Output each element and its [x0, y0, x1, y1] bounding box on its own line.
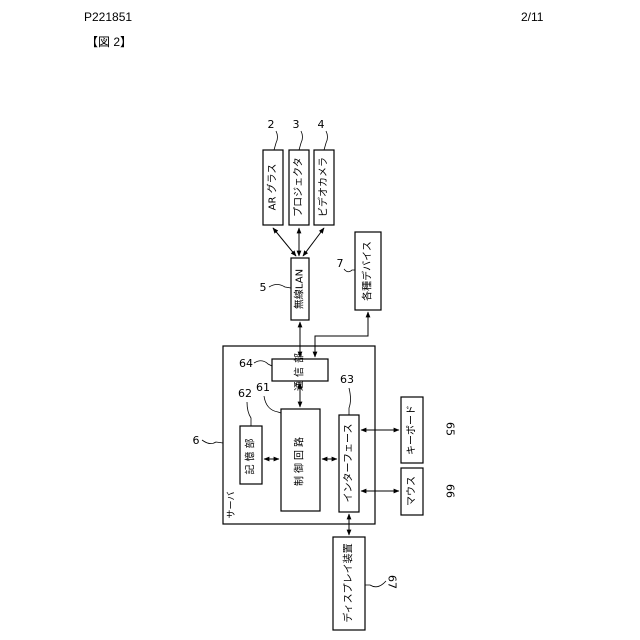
mouse-label: マウス [406, 476, 418, 506]
keyboard-block: キーボード 65 [401, 397, 457, 463]
projector-label: プロジェクタ [293, 157, 305, 217]
interface-ref: 63 [340, 373, 354, 386]
server-ref: 6 [193, 434, 200, 447]
keyboard-ref: 65 [444, 422, 457, 436]
projector-block: プロジェクタ 3 [289, 118, 309, 225]
display-ref: 67 [386, 575, 399, 589]
interface-label: インターフェース [343, 424, 355, 503]
link-ar-lan [273, 228, 296, 256]
ar-glasses-ref: 2 [268, 118, 275, 131]
display-block: ディスプレイ装置 67 [333, 537, 399, 630]
control-circuit-ref: 61 [256, 381, 270, 394]
video-camera-ref: 4 [318, 118, 325, 131]
comm-unit-label: 通信部 [293, 349, 306, 391]
comm-unit-ref: 64 [239, 357, 253, 370]
mouse-block: マウス 66 [401, 468, 457, 515]
devices-block: 各種デバイス 7 [337, 232, 382, 310]
display-label: ディスプレイ装置 [342, 543, 355, 622]
devices-label: 各種デバイス [361, 241, 374, 301]
projector-ref: 3 [293, 118, 300, 131]
wireless-lan-ref: 5 [260, 281, 267, 294]
server-label: サーバ [226, 492, 237, 519]
link-devices-comm [315, 312, 368, 357]
control-circuit-block: 制御回路 61 [256, 381, 320, 511]
storage-ref: 62 [238, 387, 252, 400]
video-camera-block: ビデオカメラ 4 [314, 118, 334, 225]
ar-glasses-label: AR グラス [266, 164, 279, 211]
keyboard-label: キーボード [406, 405, 418, 455]
video-camera-label: ビデオカメラ [317, 157, 330, 217]
storage-label: 記憶部 [244, 436, 257, 475]
ar-glasses-block: AR グラス 2 [263, 118, 283, 225]
link-camera-lan [303, 228, 324, 256]
devices-ref: 7 [337, 257, 344, 270]
mouse-ref: 66 [444, 484, 457, 498]
storage-block: 記憶部 62 [238, 387, 262, 484]
interface-block: インターフェース 63 [339, 373, 359, 512]
control-circuit-label: 制御回路 [293, 434, 306, 486]
wireless-lan-label: 無線LAN [293, 269, 306, 309]
wireless-lan-block: 無線LAN 5 [260, 258, 310, 320]
